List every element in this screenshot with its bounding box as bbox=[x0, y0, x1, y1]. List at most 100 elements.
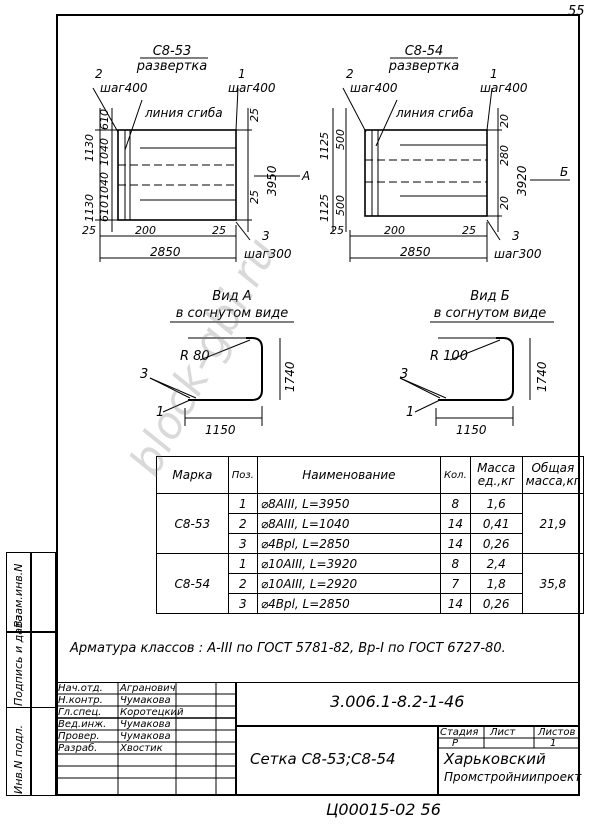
right-dim-280: 280 bbox=[498, 145, 511, 166]
left-dim-1130b: 1130 bbox=[83, 194, 96, 222]
left-dim-25a: 25 bbox=[248, 108, 261, 122]
right-dim-20b: 20 bbox=[498, 196, 511, 210]
sheets-label: Листов bbox=[538, 727, 576, 738]
left-dim-610a: 610 bbox=[98, 109, 111, 130]
side-stamp-inv: Инв.N подл. bbox=[12, 724, 25, 794]
row-name: ⌀4Bpl, L=2850 bbox=[256, 593, 441, 614]
right-bend-label: линия сгиба bbox=[395, 106, 474, 120]
right-dim-1125a: 1125 bbox=[318, 132, 331, 160]
row-mass: 0,26 bbox=[469, 593, 523, 614]
right-step2: шаг400 bbox=[350, 81, 398, 95]
right-dim-2850: 2850 bbox=[400, 245, 431, 259]
row-name: ⌀8AIII, L=3950 bbox=[256, 493, 441, 514]
side-stamp-sign: Подпись и дата bbox=[12, 614, 25, 706]
right-subtitle: развертка bbox=[388, 59, 459, 74]
left-pos3: 3 bbox=[262, 229, 270, 243]
row-mass: 0,41 bbox=[469, 513, 523, 534]
side-stamp-cell-2 bbox=[6, 632, 56, 708]
view-a-drawing bbox=[149, 321, 294, 426]
header-qty: Кол. bbox=[439, 456, 471, 494]
row-name: ⌀10AIII, L=2920 bbox=[256, 573, 441, 594]
view-a-radius: R 80 bbox=[180, 349, 210, 364]
row-name: ⌀10AIII, L=3920 bbox=[256, 553, 441, 574]
right-dim-25a: 25 bbox=[330, 224, 344, 237]
left-dim-610b: 610 bbox=[98, 201, 111, 222]
view-a-height: 1740 bbox=[283, 361, 297, 392]
right-dim-20a: 20 bbox=[498, 114, 511, 128]
right-view-letter: Б bbox=[560, 165, 568, 179]
side-stamp-cell-1 bbox=[6, 552, 56, 632]
row-pos: 1 bbox=[227, 493, 258, 514]
drawings-svg: С8-53 развертка 2 шаг400 1 шаг400 линия … bbox=[82, 44, 570, 437]
title-block-frame bbox=[56, 682, 580, 796]
spec-table: Марка Поз. Наименование Кол. Масса ед.,к… bbox=[156, 456, 585, 614]
row-qty: 8 bbox=[439, 493, 471, 514]
org-name-line2: Промстройниипроект bbox=[444, 770, 582, 784]
archive-number: Ц00015-02 56 bbox=[326, 800, 441, 819]
view-a-width: 1150 bbox=[205, 423, 236, 437]
right-dim-1125b: 1125 bbox=[318, 194, 331, 222]
row-qty: 14 bbox=[439, 593, 471, 614]
group-mark: С8-54 bbox=[156, 553, 229, 614]
right-pos2: 2 bbox=[346, 67, 354, 81]
tb-role: Нач.отд. bbox=[58, 683, 103, 694]
table-row: С8-53 1 ⌀8AIII, L=3950 8 1,6 21,9 bbox=[156, 493, 585, 554]
spec-header-row: Марка Поз. Наименование Кол. Масса ед.,к… bbox=[156, 456, 585, 494]
row-qty: 14 bbox=[439, 513, 471, 534]
row-pos: 1 bbox=[227, 553, 258, 574]
right-dim-500a: 500 bbox=[334, 129, 347, 150]
view-b-subtitle: в согнутом виде bbox=[434, 306, 546, 321]
left-dim-25d: 25 bbox=[212, 224, 226, 237]
sheet-title: Сетка С8-53;С8-54 bbox=[250, 750, 396, 768]
header-unit-mass: Масса ед.,кг bbox=[469, 456, 523, 494]
left-dim-2850: 2850 bbox=[150, 245, 181, 259]
view-b-title: Вид Б bbox=[470, 289, 509, 304]
left-bend-label: линия сгиба bbox=[144, 106, 223, 120]
row-pos: 2 bbox=[227, 513, 258, 534]
header-total-mass: Общая масса,кг bbox=[521, 456, 585, 494]
right-dim-25b: 25 bbox=[462, 224, 476, 237]
view-a-subtitle: в согнутом виде bbox=[176, 306, 288, 321]
doc-code: 3.006.1-8.2-1-46 bbox=[330, 692, 465, 711]
view-b-width: 1150 bbox=[456, 423, 487, 437]
tb-person: Чумакова bbox=[120, 695, 171, 706]
tb-role: Провер. bbox=[58, 731, 100, 742]
group-total: 21,9 bbox=[521, 493, 585, 554]
row-pos: 3 bbox=[227, 593, 258, 614]
tb-role: Н.контр. bbox=[58, 695, 103, 706]
right-pos3: 3 bbox=[512, 229, 520, 243]
left-dim-25c: 25 bbox=[82, 224, 96, 237]
group-total: 35,8 bbox=[521, 553, 585, 614]
row-qty: 7 bbox=[439, 573, 471, 594]
tb-person: Чумакова bbox=[120, 731, 171, 742]
header-name: Наименование bbox=[256, 456, 441, 494]
left-view-letter: А bbox=[301, 169, 310, 183]
right-step1: шаг400 bbox=[480, 81, 528, 95]
sheets-value: 1 bbox=[550, 738, 557, 749]
stage-label: Стадия bbox=[440, 727, 479, 738]
group-mark: С8-53 bbox=[156, 493, 229, 554]
view-a-pos3: 3 bbox=[140, 367, 148, 382]
header-pos: Поз. bbox=[227, 456, 258, 494]
row-name: ⌀4Bpl, L=2850 bbox=[256, 533, 441, 554]
row-pos: 2 bbox=[227, 573, 258, 594]
right-pos1: 1 bbox=[490, 67, 498, 81]
left-dim-1040a: 1040 bbox=[98, 138, 111, 166]
right-title: С8-54 bbox=[405, 44, 444, 59]
tb-person: Агранович bbox=[120, 683, 176, 694]
stage-value: Р bbox=[452, 738, 459, 749]
left-pos2: 2 bbox=[95, 67, 103, 81]
left-dim-25b: 25 bbox=[248, 190, 261, 204]
view-a-pos1: 1 bbox=[156, 405, 164, 420]
left-pos1: 1 bbox=[238, 67, 246, 81]
tb-person: Хвостик bbox=[120, 743, 163, 754]
left-dim-3950: 3950 bbox=[265, 165, 279, 196]
row-mass: 1,6 bbox=[469, 493, 523, 514]
left-step2: шаг400 bbox=[100, 81, 148, 95]
row-qty: 14 bbox=[439, 533, 471, 554]
side-stamp-replace: Взам.инв.N bbox=[12, 563, 25, 628]
right-dim-200: 200 bbox=[384, 224, 405, 237]
reinforcement-note: Арматура классов : А-III по ГОСТ 5781-82… bbox=[70, 641, 506, 656]
right-dim-500b: 500 bbox=[334, 195, 347, 216]
